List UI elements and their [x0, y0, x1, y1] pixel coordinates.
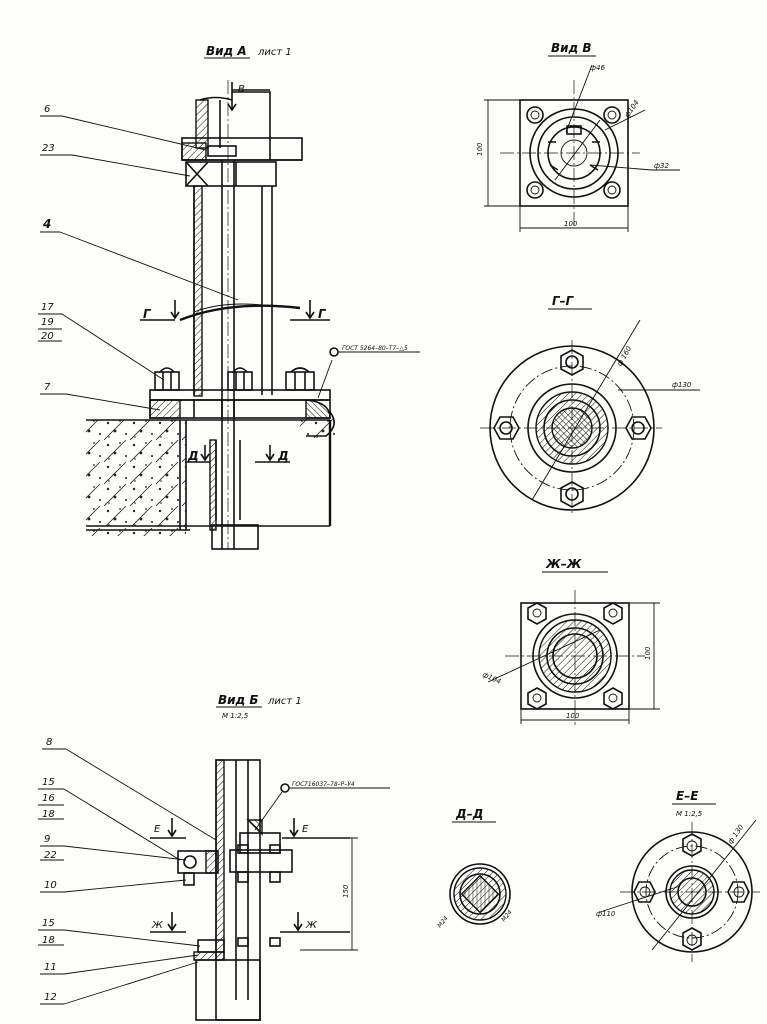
- callout-23: 23: [42, 143, 55, 154]
- marker-zh-left: Ж: [151, 920, 164, 931]
- concrete-foundation: [86, 420, 186, 526]
- callout-19: 19: [41, 317, 54, 328]
- view-b-main-sheet: лист 1: [267, 696, 302, 707]
- marker-zh-right: Ж: [305, 920, 318, 931]
- marker-e-right: Е: [302, 824, 309, 835]
- vb-bolt-bl: [526, 181, 544, 199]
- vb-bolt-br: [603, 181, 621, 199]
- section-e-title: Е–Е: [676, 789, 699, 803]
- marker-g-right: Г: [318, 307, 327, 321]
- callout-17: 17: [41, 302, 54, 313]
- base-flange: [149, 389, 331, 401]
- section-zh-title: Ж–Ж: [545, 557, 582, 571]
- dim-vb-side: 100: [476, 142, 484, 156]
- callout-8: 8: [46, 737, 52, 748]
- weld-note-a: ГОСТ 5264–80–Т7–△5: [342, 345, 408, 352]
- dim-d-left: М24: [436, 915, 450, 929]
- zh-bolt-br: [603, 687, 623, 710]
- dim-vb-bottom: 100: [564, 220, 578, 228]
- vb-bolt-tr: [603, 106, 621, 124]
- section-d-title: Д–Д: [455, 807, 483, 821]
- marker-e-left: Е: [154, 824, 161, 835]
- callout-15a: 15: [42, 777, 55, 788]
- callout-11: 11: [44, 962, 57, 973]
- view-a-title: Вид А: [206, 44, 247, 58]
- dim-d-right: М24: [500, 909, 514, 923]
- dim-e-phi130: ф 130: [726, 823, 745, 846]
- callout-18b: 18: [42, 935, 55, 946]
- weld-note-b: ГОСТ16037–78–Р–У4: [292, 781, 355, 788]
- section-e: Е–Е М 1:2,5 ф 130 ф110: [596, 789, 760, 962]
- bolt-right: [285, 367, 315, 391]
- vb-bolt-tl: [526, 106, 544, 124]
- dim-vb-phi46: ф46: [590, 64, 605, 72]
- callout-4: 4: [42, 217, 51, 231]
- view-b-main-title: Вид Б: [218, 693, 259, 707]
- marker-d-right: Д: [277, 449, 289, 463]
- callout-18a: 18: [42, 809, 55, 820]
- section-g: Г–Г ф 160 ф130: [480, 294, 700, 516]
- weld-bead: [305, 399, 331, 419]
- zh-bolt-tr: [603, 602, 623, 625]
- callout-7: 7: [44, 382, 51, 393]
- vbm-column-wall: [215, 759, 225, 961]
- dim-zh-side: 100: [644, 646, 652, 660]
- vbm-clamp: [177, 850, 219, 874]
- callout-15b: 15: [42, 918, 55, 929]
- callout-10: 10: [44, 880, 57, 891]
- callout-6: 6: [44, 104, 50, 115]
- d-outer-pipe: [449, 863, 511, 925]
- dim-e-phi110: ф110: [596, 910, 616, 918]
- section-g-title: Г–Г: [552, 294, 575, 308]
- section-zh: Ж–Ж ф104 100: [481, 557, 660, 725]
- callout-9: 9: [44, 834, 50, 845]
- dim-g-phi130: ф130: [672, 381, 692, 389]
- dim-zh-phi104: ф104: [481, 671, 502, 686]
- callout-16: 16: [42, 793, 55, 804]
- zh-bolt-tl: [527, 602, 547, 625]
- callout-20: 20: [41, 331, 54, 342]
- view-a: Вид А лист 1 В: [38, 44, 420, 550]
- section-d: Д–Д М24 М24: [436, 807, 514, 929]
- dim-vb-phi32: ф32: [654, 162, 669, 170]
- view-b-main-scale: М 1:2,5: [222, 712, 249, 720]
- section-e-scale: М 1:2,5: [676, 810, 703, 818]
- view-b-top-title: Вид В: [551, 41, 592, 55]
- bolt-center: [227, 367, 253, 391]
- view-a-sheet: лист 1: [257, 47, 292, 58]
- callout-22: 22: [44, 850, 57, 861]
- d-square-shaft: [460, 874, 500, 914]
- dim-zh-bottom: 100: [566, 712, 580, 720]
- weld-circle: [329, 347, 339, 357]
- marker-d-left: Д: [187, 449, 199, 463]
- zh-bolt-bl: [527, 687, 547, 710]
- view-b-top: Вид В ф46 ф104 ф32 100: [476, 41, 680, 232]
- bolt-left: [154, 367, 180, 391]
- view-b-main: Вид Б лист 1 М 1:2,5 ГОСТ16037–78–Р–У4: [38, 693, 390, 1021]
- upper-wall-section: [195, 99, 209, 149]
- marker-b: В: [238, 84, 245, 95]
- dim-vbm-height: 150: [342, 884, 350, 898]
- callout-12: 12: [44, 992, 57, 1003]
- marker-g-left: Г: [143, 307, 152, 321]
- collar: [185, 161, 277, 187]
